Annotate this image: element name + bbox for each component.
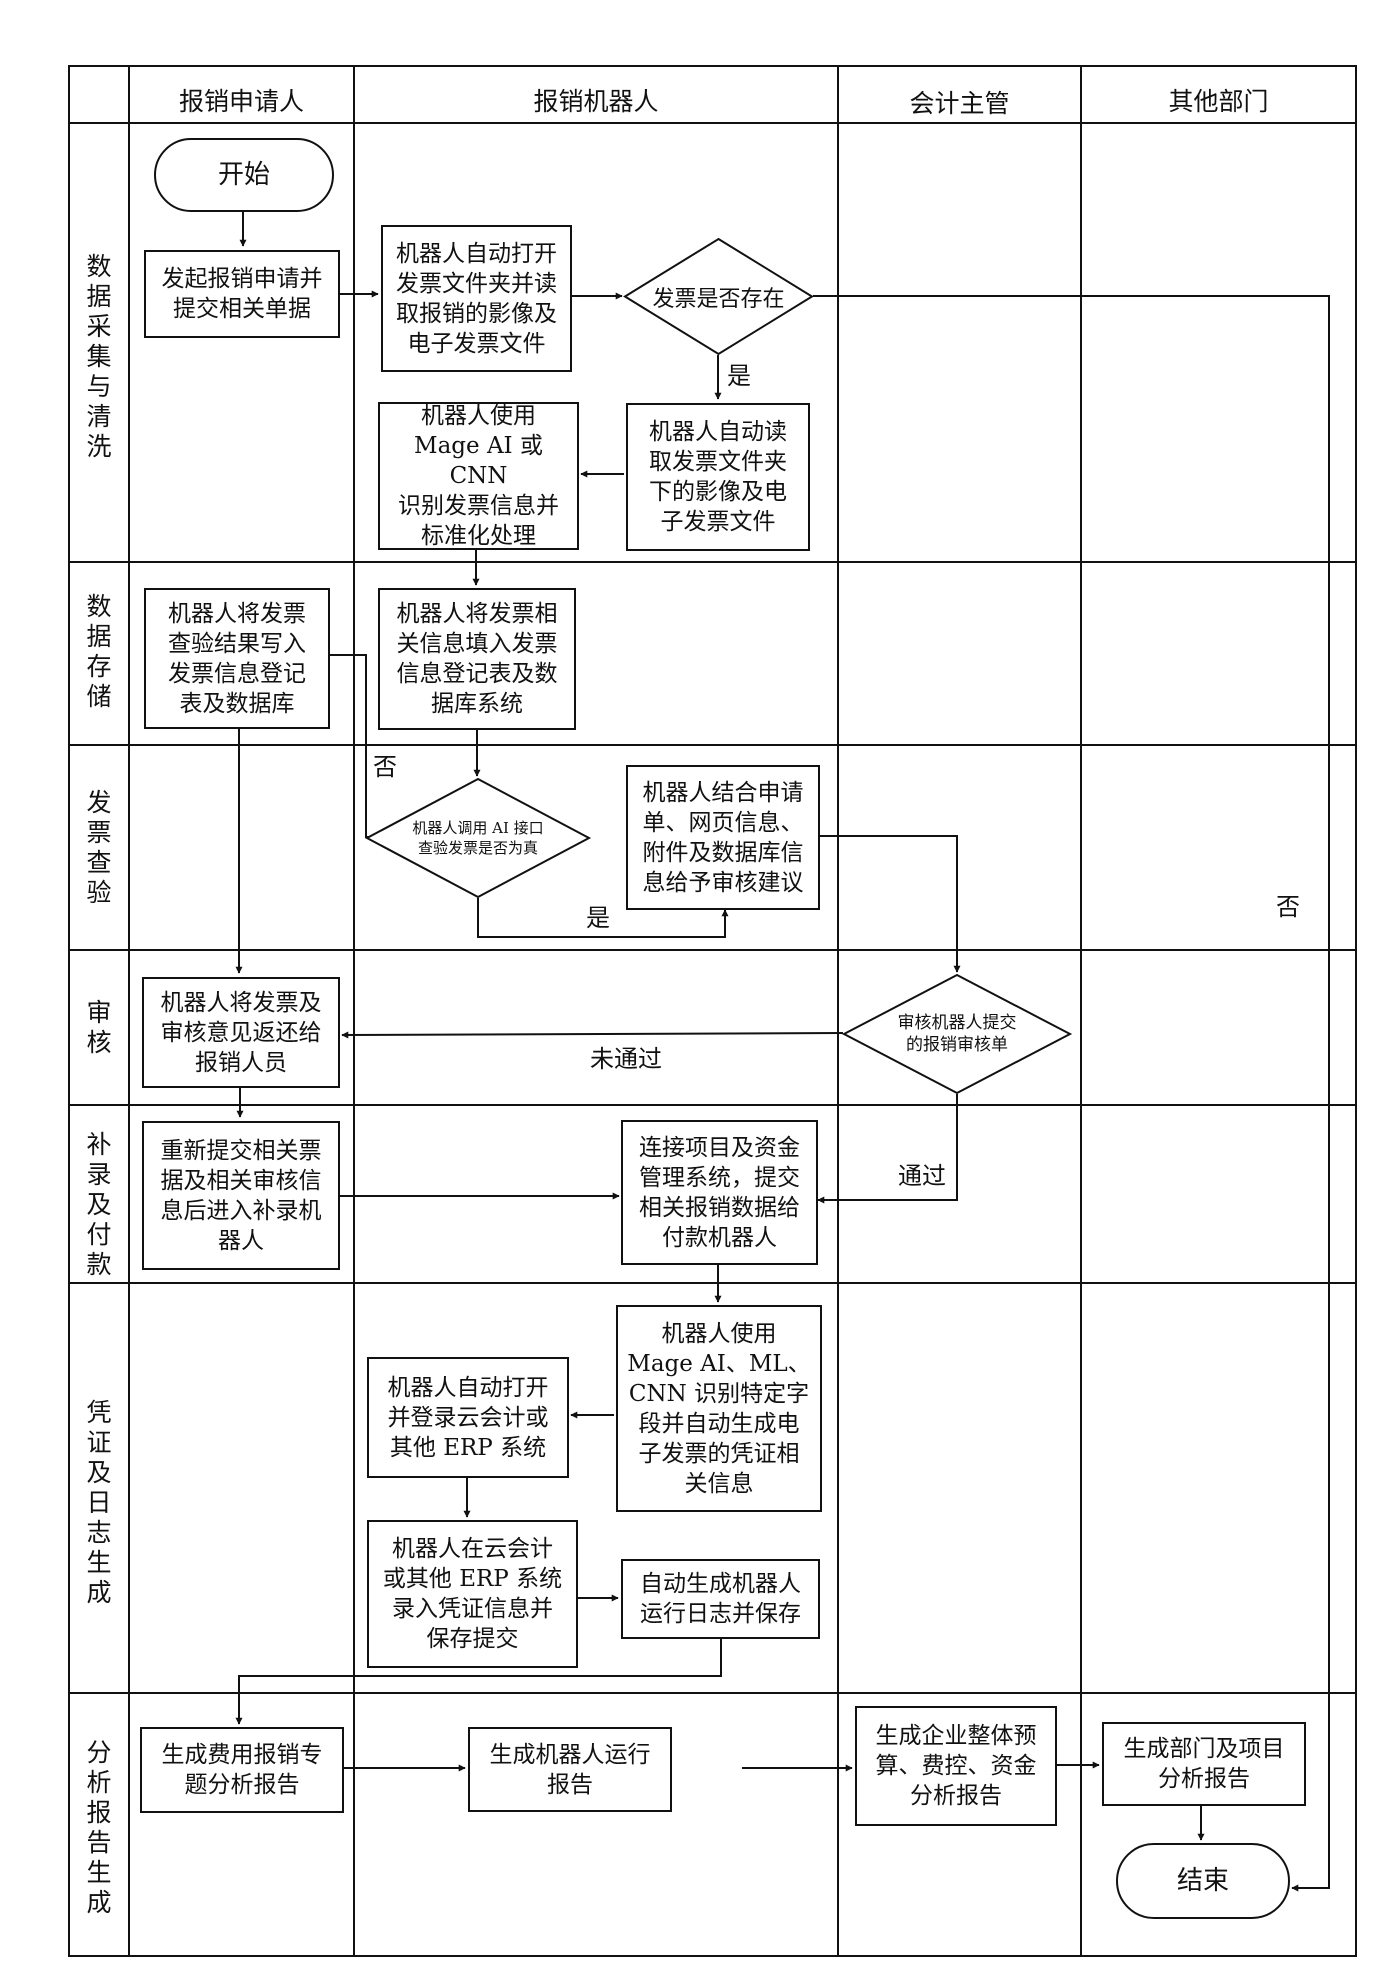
node-expense-report: 生成费用报销专 题分析报告 [140, 1727, 344, 1813]
node-dept-report: 生成部门及项目 分析报告 [1102, 1722, 1306, 1806]
edge-review-return [341, 1031, 844, 1039]
node-verify-ai: 机器人调用 AI 接口 查验发票是否为真 [364, 777, 592, 899]
node-fill-register: 机器人将发票相 关信息填入发票 信息登记表及数 据库系统 [378, 588, 576, 730]
lane-header-robot: 报销机器人 [533, 87, 659, 116]
phase-label-voucher: 凭证及日志生成 [86, 1398, 112, 1607]
lane-header-applicant: 报销申请人 [178, 87, 304, 116]
node-start: 开始 [154, 138, 334, 212]
node-review: 审核机器人提交 的报销审核单 [841, 973, 1073, 1095]
phase-label-collection: 数据采集与清洗 [86, 252, 112, 461]
node-audit-advice: 机器人结合申请 单、网页信息、 附件及数据库信 息给予审核建议 [626, 765, 820, 910]
node-verify-ai-text: 机器人调用 AI 接口 查验发票是否为真 [412, 819, 544, 857]
lane-header-accounting: 会计主管 [909, 89, 1010, 118]
node-enterprise-report: 生成企业整体预 算、费控、资金 分析报告 [855, 1706, 1057, 1826]
node-return: 机器人将发票及 审核意见返还给 报销人员 [142, 977, 340, 1088]
phase-label-verification: 发票查验 [86, 788, 112, 907]
node-invoice-exists-text: 发票是否存在 [652, 286, 785, 312]
node-voucher-info: 机器人使用 Mage AI、ML、 CNN 识别特定字 段并自动生成电 子发票的… [616, 1305, 822, 1512]
edge-advice-review [820, 835, 961, 973]
node-invoice-exists: 发票是否存在 [623, 237, 814, 356]
node-open-folder: 机器人自动打开 发票文件夹并读 取报销的影像及 电子发票文件 [381, 225, 572, 372]
edge-label-yes-exists: 是 [727, 362, 751, 390]
phase-label-review: 审核 [86, 998, 112, 1057]
node-login-erp: 机器人自动打开 并登录云会计或 其他 ERP 系统 [367, 1357, 569, 1478]
node-write-result: 机器人将发票 查验结果写入 发票信息登记 表及数据库 [144, 588, 330, 729]
node-submit: 发起报销申请并 提交相关单据 [144, 250, 340, 338]
node-gen-log: 自动生成机器人 运行日志并保存 [621, 1559, 820, 1639]
node-payment: 连接项目及资金 管理系统，提交 相关报销数据给 付款机器人 [621, 1120, 818, 1265]
node-robot-report: 生成机器人运行 报告 [468, 1727, 672, 1812]
edge-label-yes-verify: 是 [586, 904, 610, 932]
node-ocr: 机器人使用 Mage AI 或 CNN 识别发票信息并 标准化处理 [378, 402, 579, 550]
node-end: 结束 [1116, 1843, 1290, 1919]
phase-label-payment: 补录及付款 [86, 1130, 112, 1279]
edge-label-no-verify: 否 [373, 753, 397, 781]
edge-label-no-exists: 否 [1276, 893, 1300, 921]
lane-header-other-dept: 其他部门 [1168, 87, 1269, 116]
node-review-text: 审核机器人提交 的报销审核单 [897, 1013, 1017, 1055]
node-read-files: 机器人自动读 取发票文件夹 下的影像及电 子发票文件 [626, 403, 810, 551]
node-resubmit: 重新提交相关票 据及相关审核信 息后进入补录机 器人 [142, 1121, 340, 1270]
edge-label-passed: 通过 [898, 1162, 946, 1190]
phase-label-storage: 数据存储 [86, 592, 112, 711]
phase-label-report: 分析报告生成 [86, 1738, 112, 1917]
node-input-voucher: 机器人在云会计 或其他 ERP 系统 录入凭证信息并 保存提交 [367, 1520, 578, 1668]
edge-label-rejected: 未通过 [590, 1045, 662, 1073]
